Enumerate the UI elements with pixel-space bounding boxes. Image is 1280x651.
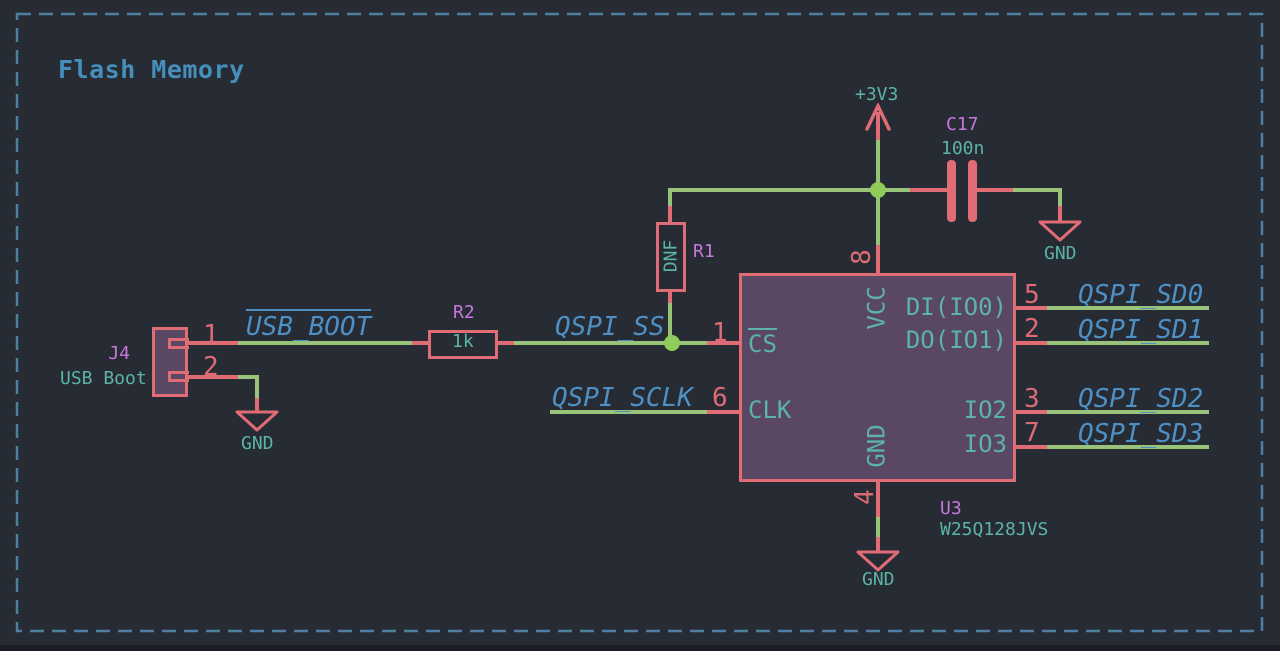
pin-3v3-stem[interactable] [876,112,880,140]
wire-qspi-sd1[interactable] [1047,341,1209,345]
pin-number-clk: 6 [712,383,728,413]
pin-name-cs: CS [748,328,777,358]
pin-r2-left[interactable] [412,341,428,345]
wire-usb-boot[interactable] [238,341,412,345]
j4-pin2-hook [168,371,189,382]
wire-qspi-sd3[interactable] [1047,445,1209,449]
pin-r2-right[interactable] [498,341,514,345]
wire-u3-gnd[interactable] [876,517,880,537]
wire-qspi-sclk[interactable] [550,410,707,414]
pin-number-j4-2: 2 [203,352,219,382]
gnd-label-j4[interactable]: GND [241,433,274,454]
pin-u3-di[interactable] [1016,306,1047,310]
pin-u3-vcc[interactable] [876,245,880,273]
pin-u3-io3[interactable] [1016,445,1047,449]
reference-u3[interactable]: U3 [940,498,962,519]
net-label-usb-boot[interactable]: USB_BOOT [246,309,372,340]
net-label-qspi-sd1[interactable]: QSPI_SD1 [1078,315,1204,345]
reference-r1[interactable]: R1 [693,241,715,262]
pin-number-gnd: 4 [849,489,880,505]
pin-u3-cs[interactable] [707,341,739,345]
pin-r1-bottom[interactable] [668,292,672,303]
pin-j4-2[interactable] [188,375,238,379]
pin-u3-io2[interactable] [1016,410,1047,414]
wire-c17-gnd-v[interactable] [1058,190,1062,206]
pin-u3-gnd[interactable] [876,482,880,517]
pin-u3-clk[interactable] [707,410,739,414]
ic-u3-symbol[interactable] [739,273,1016,482]
pin-j4-1[interactable] [188,341,238,345]
gnd-symbol-u3[interactable] [856,550,900,572]
wire-qspi-sd0[interactable] [1047,306,1209,310]
wire-qspi-sd2[interactable] [1047,410,1209,414]
pin-name-vcc: VCC [862,286,891,330]
pin-number-di: 5 [1024,280,1040,310]
pin-c17-right[interactable] [977,188,1013,192]
j4-pin1-hook [168,338,189,349]
wire-r1-top[interactable] [668,190,672,206]
net-label-qspi-sd3[interactable]: QSPI_SD3 [1078,419,1204,449]
junction-qspi-ss[interactable] [664,335,680,351]
wire-j4-gnd-v[interactable] [255,377,259,398]
capacitor-c17-plate-left[interactable] [947,160,956,222]
reference-c17[interactable]: C17 [946,114,979,135]
pin-gnd-c17-stem[interactable] [1058,206,1062,222]
pin-name-gnd: GND [862,424,891,468]
pin-name-clk: CLK [748,396,792,424]
reference-j4[interactable]: J4 [108,343,130,364]
resistor-r2-symbol[interactable] [428,330,498,359]
net-label-qspi-ss[interactable]: QSPI_SS [555,312,665,342]
pin-name-io2: IO2 [963,396,1007,424]
value-r1[interactable]: DNF [660,239,682,273]
power-flag-3v3-arrow[interactable] [863,103,893,131]
pin-number-vcc: 8 [846,249,877,265]
canvas-bottom-edge [0,645,1280,651]
value-c17[interactable]: 100n [941,138,985,159]
reference-r2[interactable]: R2 [453,302,475,323]
pin-number-do: 2 [1024,314,1040,344]
value-r2[interactable]: 1k [452,331,474,352]
wire-qspi-ss[interactable] [514,341,707,345]
power-label-3v3[interactable]: +3V3 [855,84,899,105]
wire-3v3-stem[interactable] [876,140,880,190]
wire-j4-gnd-h[interactable] [238,375,259,379]
pin-name-do: DO(IO1) [905,326,1007,354]
pin-name-di: DI(IO0) [905,293,1007,321]
wire-r1-bottom[interactable] [668,303,672,343]
pin-c17-left[interactable] [910,188,947,192]
pin-r1-top[interactable] [668,206,672,222]
pin-u3-do[interactable] [1016,341,1047,345]
junction-3v3[interactable] [870,182,886,198]
net-label-qspi-sd2[interactable]: QSPI_SD2 [1078,384,1204,414]
wire-c17-gnd-h[interactable] [1013,188,1062,192]
pin-gnd-u3-stem[interactable] [876,537,880,552]
pin-gnd-j4-stem[interactable] [255,398,259,412]
net-label-qspi-sd0[interactable]: QSPI_SD0 [1078,280,1204,310]
pin-number-io3: 7 [1024,418,1040,448]
gnd-label-u3[interactable]: GND [862,569,895,590]
sheet-title[interactable]: Flash Memory [58,55,245,84]
capacitor-c17-plate-right[interactable] [968,160,977,222]
value-u3[interactable]: W25Q128JVS [940,519,1049,540]
connector-j4-symbol[interactable] [152,327,188,397]
wire-3v3-rail[interactable] [668,188,910,192]
value-j4[interactable]: USB Boot [60,368,147,389]
net-label-qspi-sclk[interactable]: QSPI_SCLK [552,383,693,413]
resistor-r1-symbol[interactable] [656,222,686,292]
pin-name-io3: IO3 [963,430,1007,458]
pin-number-j4-1: 1 [203,320,219,350]
gnd-label-c17[interactable]: GND [1044,243,1077,264]
gnd-symbol-c17[interactable] [1038,220,1082,242]
wire-vcc[interactable] [876,190,880,245]
pin-number-io2: 3 [1024,384,1040,414]
gnd-symbol-j4[interactable] [235,410,279,432]
pin-number-cs: 1 [712,318,728,348]
